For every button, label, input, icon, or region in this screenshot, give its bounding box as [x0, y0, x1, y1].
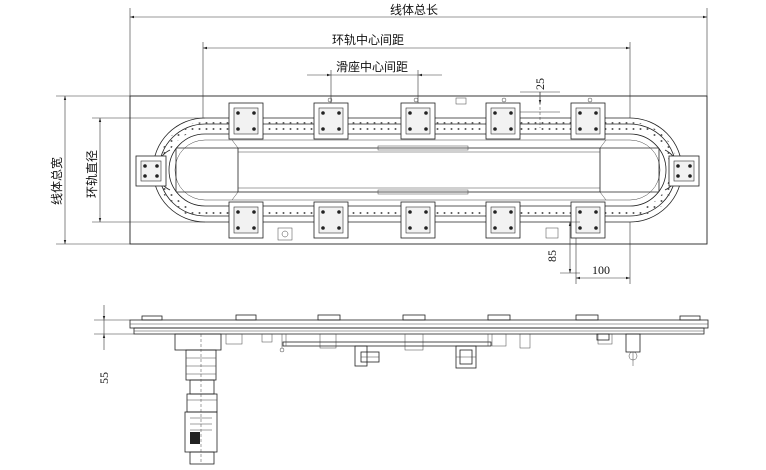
- right-fitting: [596, 333, 641, 366]
- slider-right-end: [668, 155, 700, 187]
- slider-top-5: [570, 102, 606, 140]
- slider-top-1: [228, 102, 264, 140]
- slider-bottom-3: [400, 201, 436, 239]
- slider-top-4: [485, 102, 521, 140]
- slider-bottom-2: [313, 201, 349, 239]
- fitting: [277, 227, 293, 241]
- line-total-length-label: 线体总长: [390, 3, 438, 17]
- slider-bottom-4: [485, 201, 521, 239]
- cylinder-left: [354, 345, 380, 367]
- dim-25: 25: [533, 78, 547, 90]
- motor-assembly: [174, 333, 222, 465]
- cylinder-right: [455, 345, 477, 369]
- dim-55: 55: [97, 372, 111, 384]
- slider-bottom-5: [570, 201, 606, 239]
- ring-center-distance-label: 环轨中心间距: [332, 32, 404, 47]
- slider-top-3: [400, 102, 436, 140]
- belt-band: [157, 122, 678, 218]
- cross-bar: [282, 341, 492, 347]
- dim-85: 85: [545, 250, 559, 262]
- slider-left-end: [135, 155, 167, 187]
- ring-diameter-label: 环轨直径: [85, 150, 99, 198]
- slider-center-distance-label: 滑座中心间距: [336, 59, 408, 74]
- dim-100: 100: [592, 263, 610, 277]
- inner-frame: [237, 147, 601, 193]
- dimensions-top: 线体总长 环轨中心间距 滑座中心间距 25 线体总宽 环轨直径 85: [49, 3, 708, 284]
- top-view: [129, 92, 708, 245]
- slider-bottom-1: [228, 201, 264, 239]
- side-view: 55: [94, 305, 709, 465]
- slider-top-2: [313, 102, 349, 140]
- inner-track-edge: [174, 139, 661, 201]
- line-total-width-label: 线体总宽: [49, 157, 64, 205]
